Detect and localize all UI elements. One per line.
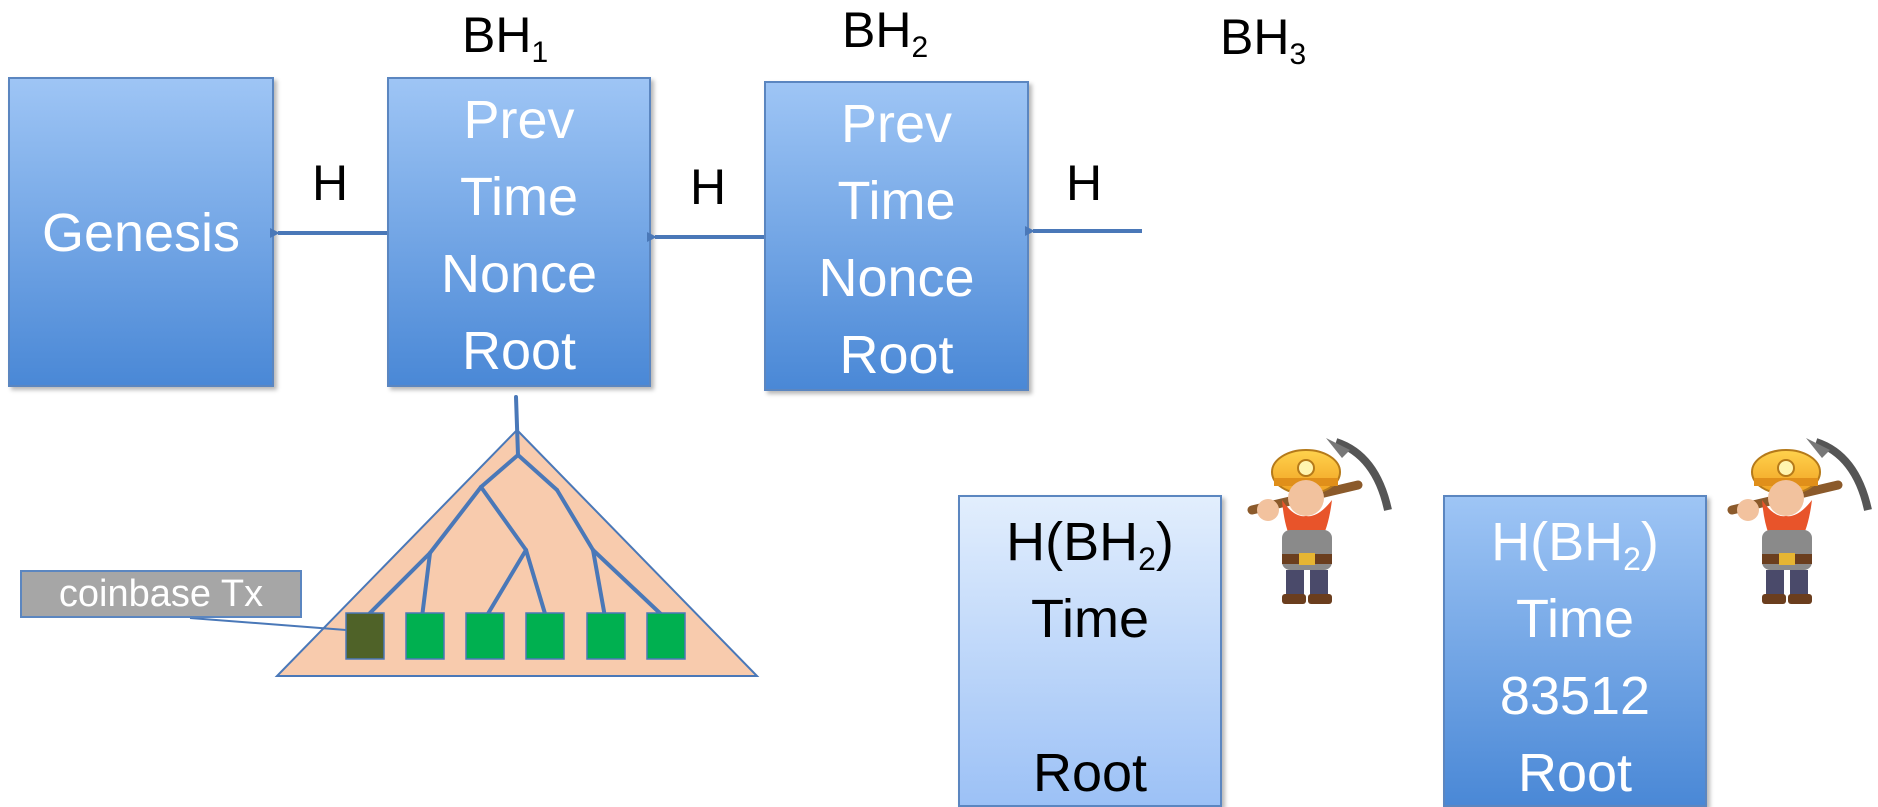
genesis-label: Genesis [41, 203, 241, 263]
label-bh1: BH1 [462, 7, 549, 69]
candidate-b-root: Root [1517, 743, 1633, 803]
label-bh3: BH3 [1220, 9, 1307, 71]
label-bh2: BH2 [842, 2, 929, 64]
merkle-leaf [586, 612, 626, 660]
candidate-b-nonce: 83512 [1499, 666, 1651, 726]
coinbase-tx-callout: coinbase Tx [20, 570, 302, 618]
candidate-block-a: H(BH2) Time Root [958, 495, 1222, 807]
miner-dwarf-icon [1247, 438, 1392, 604]
hash-label-1: H [312, 155, 349, 211]
block-2: Prev Time Nonce Root [764, 81, 1029, 391]
merkle-tree-triangle [274, 428, 760, 677]
block-1: Prev Time Nonce Root [387, 77, 651, 387]
candidate-a-hash: H(BH2) [1006, 512, 1174, 577]
hash-label-3: H [1066, 155, 1103, 211]
hash-label-2: H [690, 159, 727, 215]
block-2-root: Root [839, 325, 954, 385]
block-1-nonce: Nonce [440, 244, 598, 304]
block-2-nonce: Nonce [818, 248, 975, 308]
merkle-leaf [465, 612, 505, 660]
candidate-b-time: Time [1516, 589, 1634, 649]
candidate-block-b: H(BH2) Time 83512 Root [1443, 495, 1707, 807]
merkle-leaf [525, 612, 565, 660]
candidate-b-hash: H(BH2) [1491, 512, 1659, 577]
miner-dwarf-icon [1727, 438, 1872, 604]
candidate-a-root: Root [1032, 743, 1148, 803]
merkle-leaf [646, 612, 686, 660]
block-1-prev: Prev [463, 90, 575, 150]
coinbase-callout-line [189, 617, 347, 631]
block-1-time: Time [460, 167, 578, 227]
candidate-a-time: Time [1031, 589, 1149, 649]
coinbase-leaf [345, 612, 385, 660]
block-2-time: Time [837, 171, 956, 231]
merkle-tree-branches [364, 395, 666, 619]
merkle-leaf [405, 612, 445, 660]
block-2-prev: Prev [840, 94, 953, 154]
block-1-root: Root [461, 321, 577, 381]
